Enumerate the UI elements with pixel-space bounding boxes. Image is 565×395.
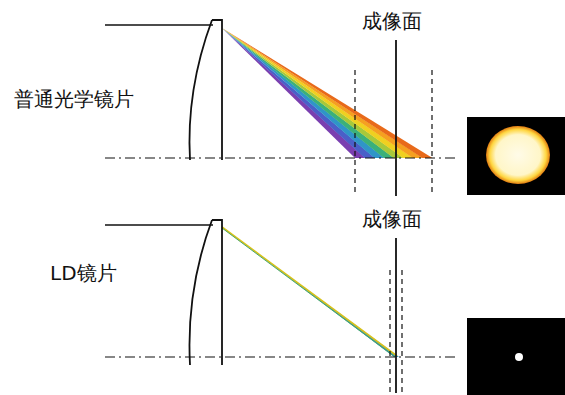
ordinary-lens-figure [105,20,565,196]
plane-label: 成像面 [362,208,422,230]
lens-label: LD镜片 [50,262,117,284]
ld-lens-figure [105,220,565,395]
spectrum-band [222,28,433,158]
plane-label: 成像面 [362,10,422,32]
lens-label: 普通光学镜片 [14,88,134,110]
